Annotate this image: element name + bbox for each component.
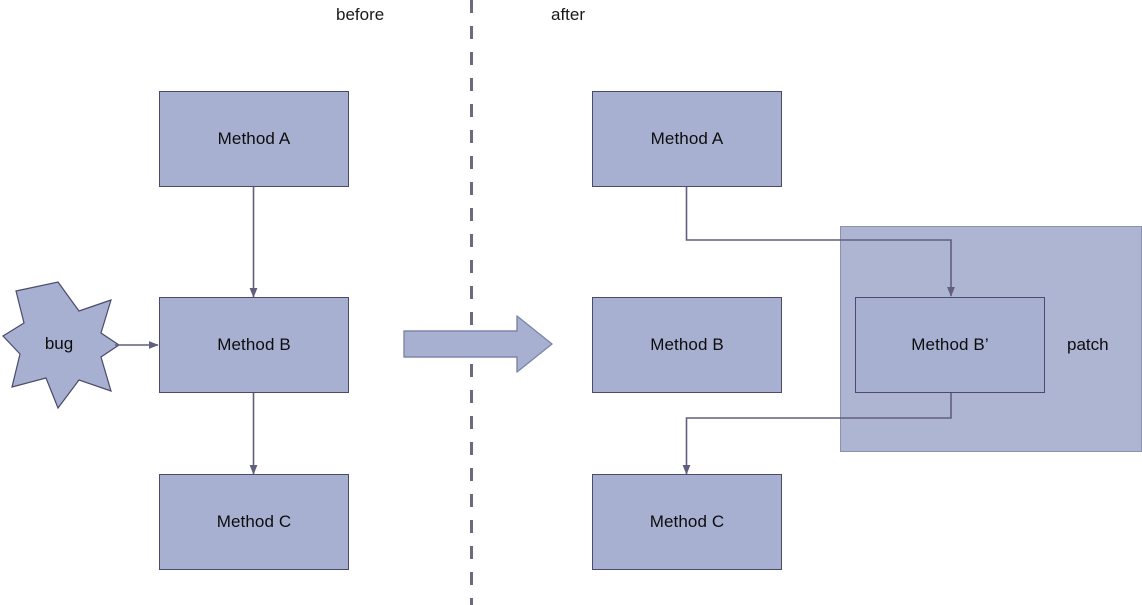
edge-method-b-prime-to-method-c: [682, 392, 952, 475]
node-method-b-prime[interactable]: Method B’: [855, 297, 1045, 393]
bug-star-shape: [2, 281, 121, 410]
section-label-after: after: [551, 5, 586, 24]
node-method-c-before[interactable]: Method C: [159, 474, 349, 570]
node-method-a-after[interactable]: Method A: [592, 91, 782, 187]
bug-star-label: bug: [44, 334, 74, 353]
section-label-before: before: [336, 5, 385, 24]
node-method-b-after[interactable]: Method B: [592, 297, 782, 393]
patch-label: patch: [1067, 335, 1109, 354]
transition-arrow-icon: [403, 315, 553, 373]
node-method-b-before[interactable]: Method B: [159, 297, 349, 393]
node-method-c-after[interactable]: Method C: [592, 474, 782, 570]
edge-method-a-to-method-b-prime: [685, 186, 955, 297]
node-method-a-before[interactable]: Method A: [159, 91, 349, 187]
